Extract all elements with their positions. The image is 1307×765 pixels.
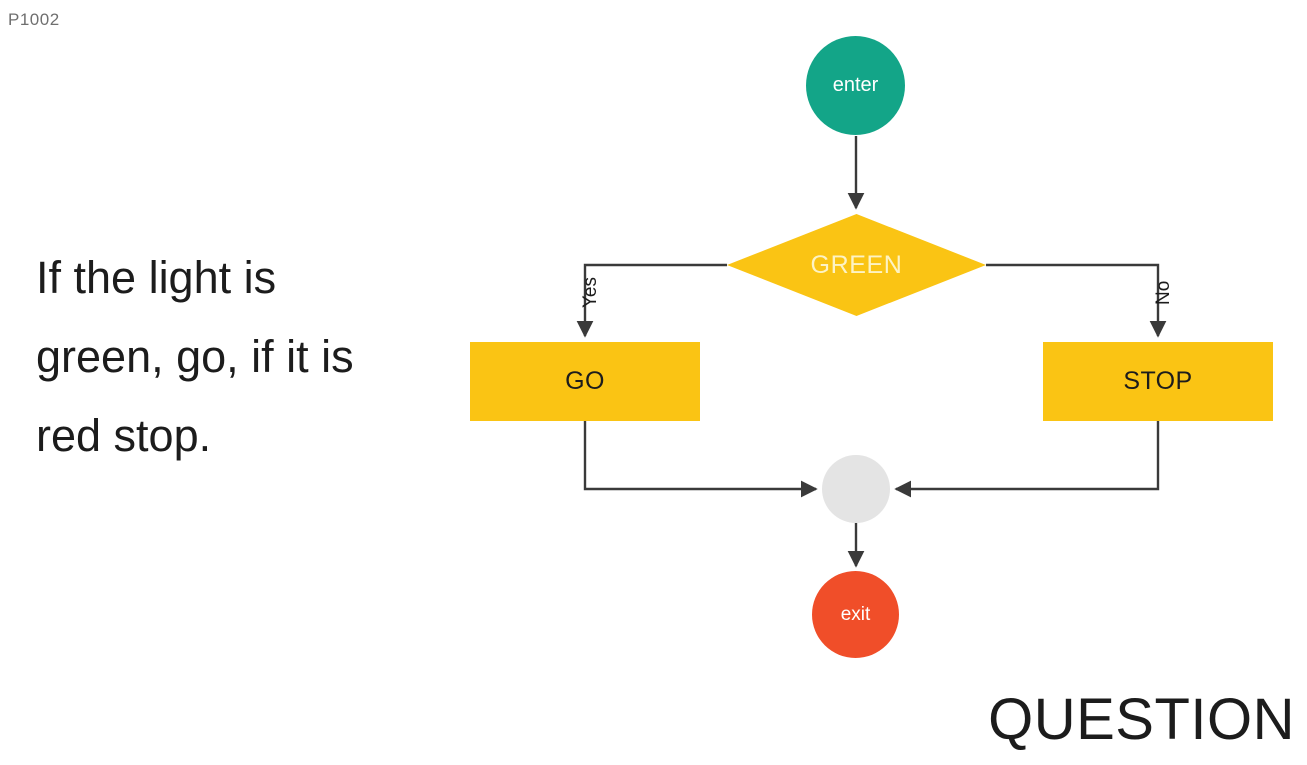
slide-id-label: P1002	[8, 10, 60, 29]
node-stop-label: STOP	[1123, 367, 1193, 395]
edge-decision-no-to-stop	[986, 263, 1167, 338]
edge-label-no: No	[1153, 280, 1174, 305]
node-enter[interactable]: enter	[806, 36, 905, 135]
edge-stop-to-merge	[894, 421, 1160, 498]
question-caption: QUESTION	[988, 687, 1295, 752]
node-exit[interactable]: exit	[812, 571, 899, 658]
node-exit-label: exit	[840, 603, 871, 625]
node-stop[interactable]: STOP	[1043, 342, 1273, 421]
node-enter-label: enter	[832, 74, 879, 96]
node-merge[interactable]	[822, 455, 890, 523]
edge-go-to-merge	[583, 421, 818, 498]
prompt-text: If the light is green, go, if it is red …	[36, 252, 354, 461]
edge-decision-yes-to-go	[576, 263, 727, 338]
node-decision-label: GREEN	[810, 250, 903, 279]
node-go-label: GO	[565, 367, 605, 395]
node-go[interactable]: GO	[470, 342, 700, 421]
edge-label-yes: Yes	[580, 277, 601, 308]
node-decision-green[interactable]: GREEN	[727, 214, 986, 316]
